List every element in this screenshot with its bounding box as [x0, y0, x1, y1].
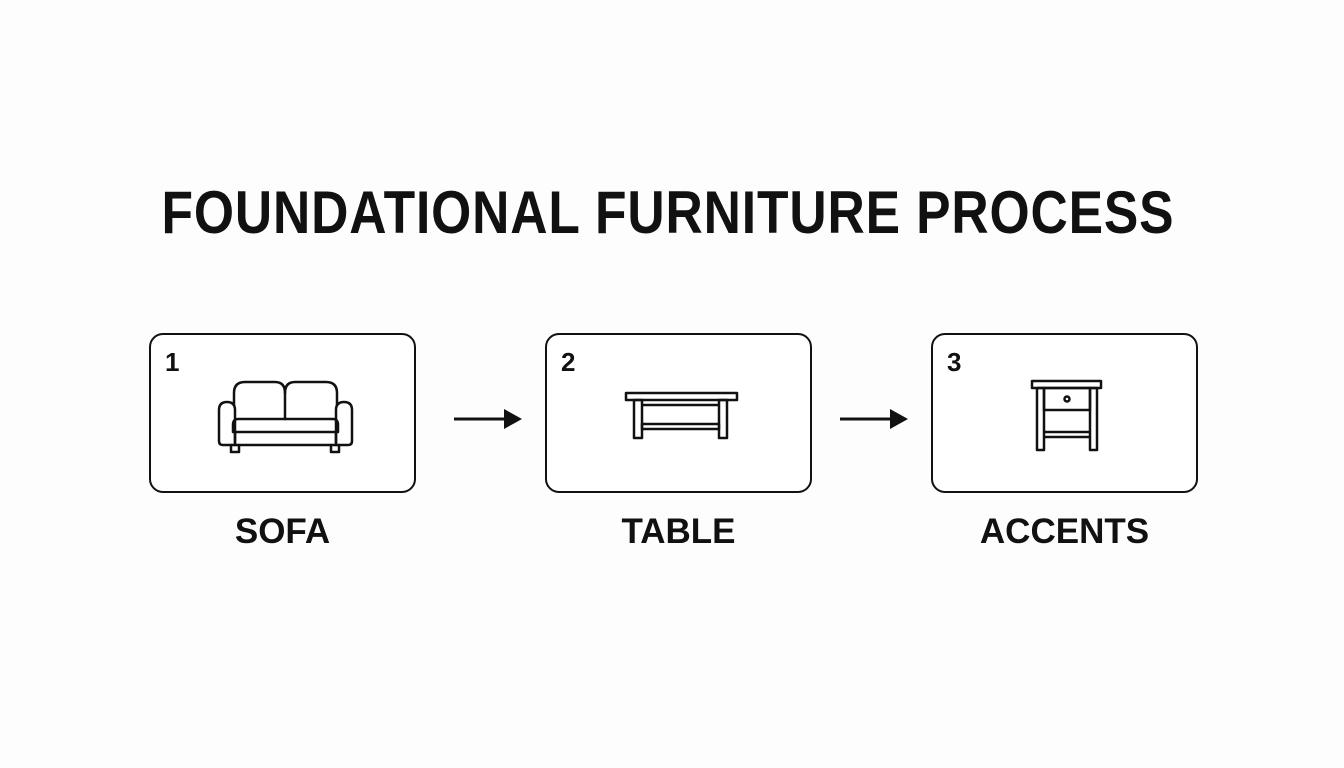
step-number: 3: [947, 347, 962, 377]
sofa-icon: [217, 380, 354, 454]
arrow-right-icon: [454, 409, 522, 429]
step-box-accents: 3: [931, 333, 1198, 493]
step-label-sofa: SOFA: [234, 512, 331, 551]
arrow-right-icon: [840, 409, 908, 429]
table-icon: [624, 391, 739, 440]
step-box-table: 2: [545, 333, 812, 493]
step-number: 1: [165, 347, 180, 377]
diagram-title: FOUNDATIONAL FURNITURE PROCESS: [161, 179, 1175, 246]
step-label-accents: ACCENTS: [979, 512, 1150, 551]
step-label-table: TABLE: [621, 512, 736, 551]
step-number: 2: [561, 347, 576, 377]
step-box-sofa: 1: [149, 333, 416, 493]
nightstand-icon: [1030, 379, 1103, 452]
